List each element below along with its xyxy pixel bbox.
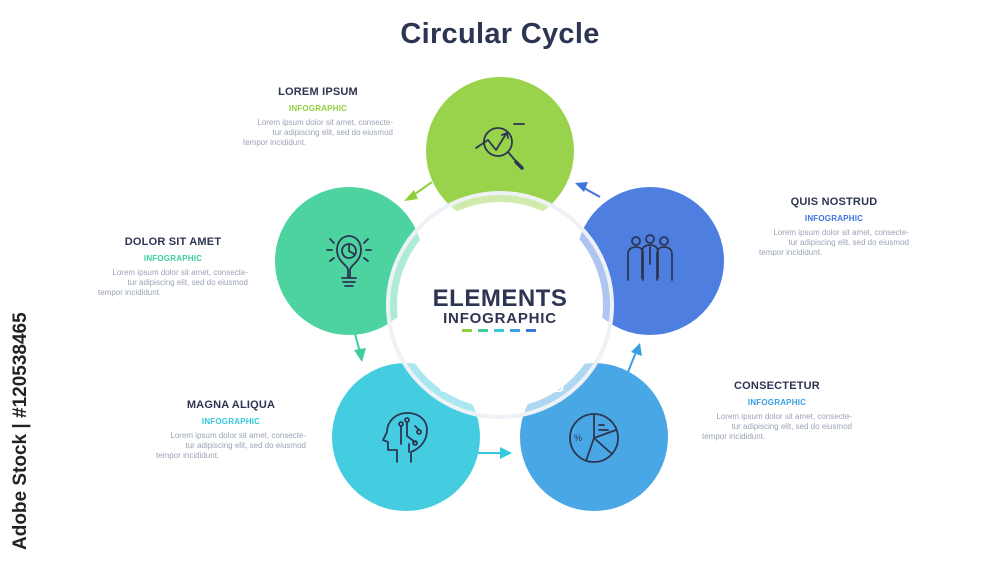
block-body: Lorem ipsum dolor sit amet, consecte- tu… (98, 268, 248, 298)
center-dash-decoration (462, 329, 536, 332)
team-people-icon (627, 234, 673, 281)
block-body-line: tur adipiscing elit, sed do eiusmod (788, 238, 909, 247)
arrowhead-c-to-d (500, 447, 512, 459)
block-heading: CONSECTETUR (734, 380, 820, 392)
magnifier-chart-icon (475, 123, 525, 170)
node-circle-b (275, 187, 423, 335)
arrowhead-b-to-c (354, 348, 366, 362)
lightbulb-icon (326, 235, 372, 287)
block-body-line: tempor incididunt. (243, 138, 307, 147)
block-body-line: Lorem ipsum dolor sit amet, consecte- (112, 268, 248, 277)
block-body-line: Lorem ipsum dolor sit amet, consecte- (773, 228, 909, 237)
block-body-line: tur adipiscing elit, sed do eiusmod (185, 441, 306, 450)
block-body-line: Lorem ipsum dolor sit amet, consecte- (257, 118, 393, 127)
text-block-a: LOREM IPSUM INFOGRAPHIC Lorem ipsum dolo… (243, 86, 393, 148)
block-body: Lorem ipsum dolor sit amet, consecte- tu… (243, 118, 393, 148)
node-letter-a: A (495, 204, 505, 220)
block-body-line: tur adipiscing elit, sed do eiusmod (127, 278, 248, 287)
page-title: Circular Cycle (400, 18, 600, 50)
node-circle-a (426, 77, 574, 225)
pie-chart-icon: % (569, 413, 619, 463)
arrowhead-e-to-a (575, 182, 588, 192)
block-subheading: INFOGRAPHIC (201, 417, 261, 426)
arrow-b-to-c (354, 333, 361, 353)
block-subheading: INFOGRAPHIC (143, 254, 203, 263)
center-title: ELEMENTS (432, 285, 568, 312)
node-letter-e: E (588, 273, 597, 289)
block-body-line: Lorem ipsum dolor sit amet, consecte- (716, 412, 852, 421)
block-body-line: tur adipiscing elit, sed do eiusmod (272, 128, 393, 137)
text-block-b: DOLOR SIT AMET INFOGRAPHIC Lorem ipsum d… (98, 236, 248, 298)
block-heading: DOLOR SIT AMET (124, 236, 222, 248)
center-subtitle: INFOGRAPHIC (443, 310, 557, 327)
ai-head-icon (382, 412, 428, 463)
block-heading: LOREM IPSUM (278, 86, 358, 98)
block-body-line: tur adipiscing elit, sed do eiusmod (731, 422, 852, 431)
block-body: Lorem ipsum dolor sit amet, consecte- tu… (156, 431, 306, 461)
arrowhead-a-to-b (404, 190, 418, 201)
block-heading: MAGNA ALIQUA (186, 399, 276, 411)
arrowhead-d-to-e (631, 343, 642, 356)
arrow-d-to-e (627, 351, 637, 373)
text-block-d: CONSECTETUR INFOGRAPHIC Lorem ipsum dolo… (702, 380, 852, 442)
block-subheading: INFOGRAPHIC (804, 214, 864, 223)
block-subheading: INFOGRAPHIC (747, 398, 807, 407)
svg-text:%: % (574, 433, 582, 443)
center-circle-inner (397, 202, 603, 408)
connector-arrows (354, 181, 642, 459)
node-letter-c: C (439, 379, 449, 395)
text-block-c: MAGNA ALIQUA INFOGRAPHIC Lorem ipsum dol… (156, 399, 306, 461)
block-body-line: Lorem ipsum dolor sit amet, consecte- (170, 431, 306, 440)
block-subheading: INFOGRAPHIC (288, 104, 348, 113)
center-label: ELEMENTS INFOGRAPHIC (400, 287, 600, 327)
node-letter-b: B (402, 273, 412, 289)
text-block-e: QUIS NOSTRUD INFOGRAPHIC Lorem ipsum dol… (759, 196, 909, 258)
block-body: Lorem ipsum dolor sit amet, consecte- tu… (702, 412, 852, 442)
block-body-line: tempor incididunt. (759, 248, 823, 257)
block-body-line: tempor incididunt. (98, 288, 162, 297)
block-body-line: tempor incididunt. (702, 432, 766, 441)
block-body-line: tempor incididunt. (156, 451, 220, 460)
arrow-e-to-a (583, 187, 601, 198)
node-letter-d: D (554, 379, 564, 395)
block-heading: QUIS NOSTRUD (790, 196, 878, 208)
block-body: Lorem ipsum dolor sit amet, consecte- tu… (759, 228, 909, 258)
